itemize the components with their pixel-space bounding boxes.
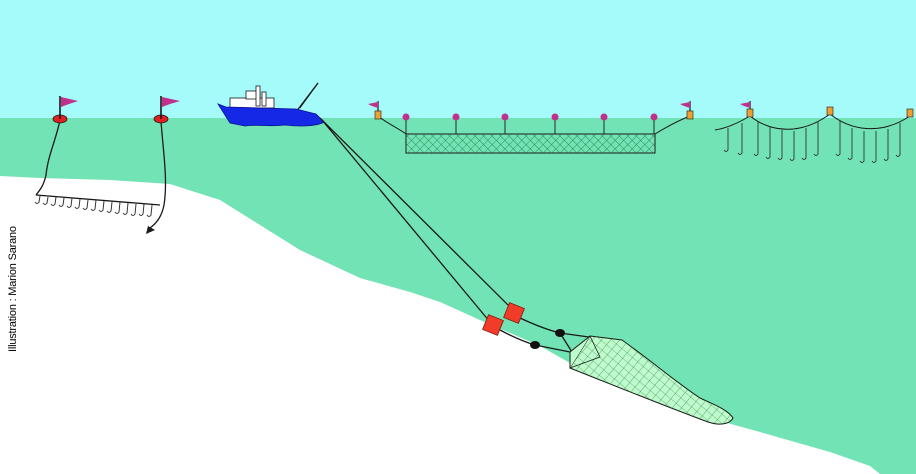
buoy-line-left: [35, 119, 61, 196]
sky: [0, 0, 916, 118]
longline-mainline-drift: [714, 113, 911, 131]
longline-mainline: [35, 194, 161, 206]
trawler-boat: [217, 82, 325, 127]
float-icon: [551, 113, 559, 121]
boat-cabin: [229, 97, 275, 109]
float-icon: [555, 329, 565, 337]
gillnet-end-buoy-right: [680, 101, 694, 120]
flag-icon: [61, 97, 78, 107]
flag-buoy-right: [153, 96, 180, 124]
warp-upper: [319, 117, 513, 310]
trawl-net-mesh: [570, 336, 733, 425]
float-icon: [746, 108, 754, 118]
hook-icon: [34, 195, 153, 217]
gillnet-end-buoy-left: [368, 101, 382, 120]
flag-icon: [680, 102, 690, 108]
float-icon: [402, 113, 410, 121]
flag-buoy-left: [52, 96, 78, 124]
float-icon: [501, 113, 509, 121]
float-icon: [374, 110, 382, 120]
anchor-icon: [146, 226, 155, 234]
flag-icon: [740, 102, 750, 108]
trawl-net-icon: [569, 335, 734, 425]
buoy-line-right: [149, 120, 167, 229]
boat-funnel: [255, 85, 261, 107]
float-icon: [906, 108, 914, 118]
otter-board-icon: [482, 314, 504, 336]
warp-lower: [321, 119, 491, 323]
float-icon: [452, 113, 460, 121]
float-icon: [826, 106, 834, 116]
illustration-credit: Illustration : Marion Sarano: [7, 226, 19, 352]
float-icon: [686, 110, 694, 120]
gillnet: [368, 101, 694, 154]
hook-icon: [723, 121, 901, 163]
trawl-net-mouth: [569, 335, 591, 368]
float-icon: [530, 341, 540, 349]
trawl-warps: [319, 117, 597, 353]
drifting-longline: [714, 101, 914, 163]
flag-icon: [162, 97, 180, 107]
float-icon: [650, 113, 658, 121]
seabed: [0, 176, 880, 474]
float-icon: [600, 113, 608, 121]
otter-board-icon: [503, 302, 525, 324]
bottom-longline: [34, 96, 180, 234]
flag-icon: [368, 102, 378, 108]
boat-funnel-2: [261, 91, 267, 107]
